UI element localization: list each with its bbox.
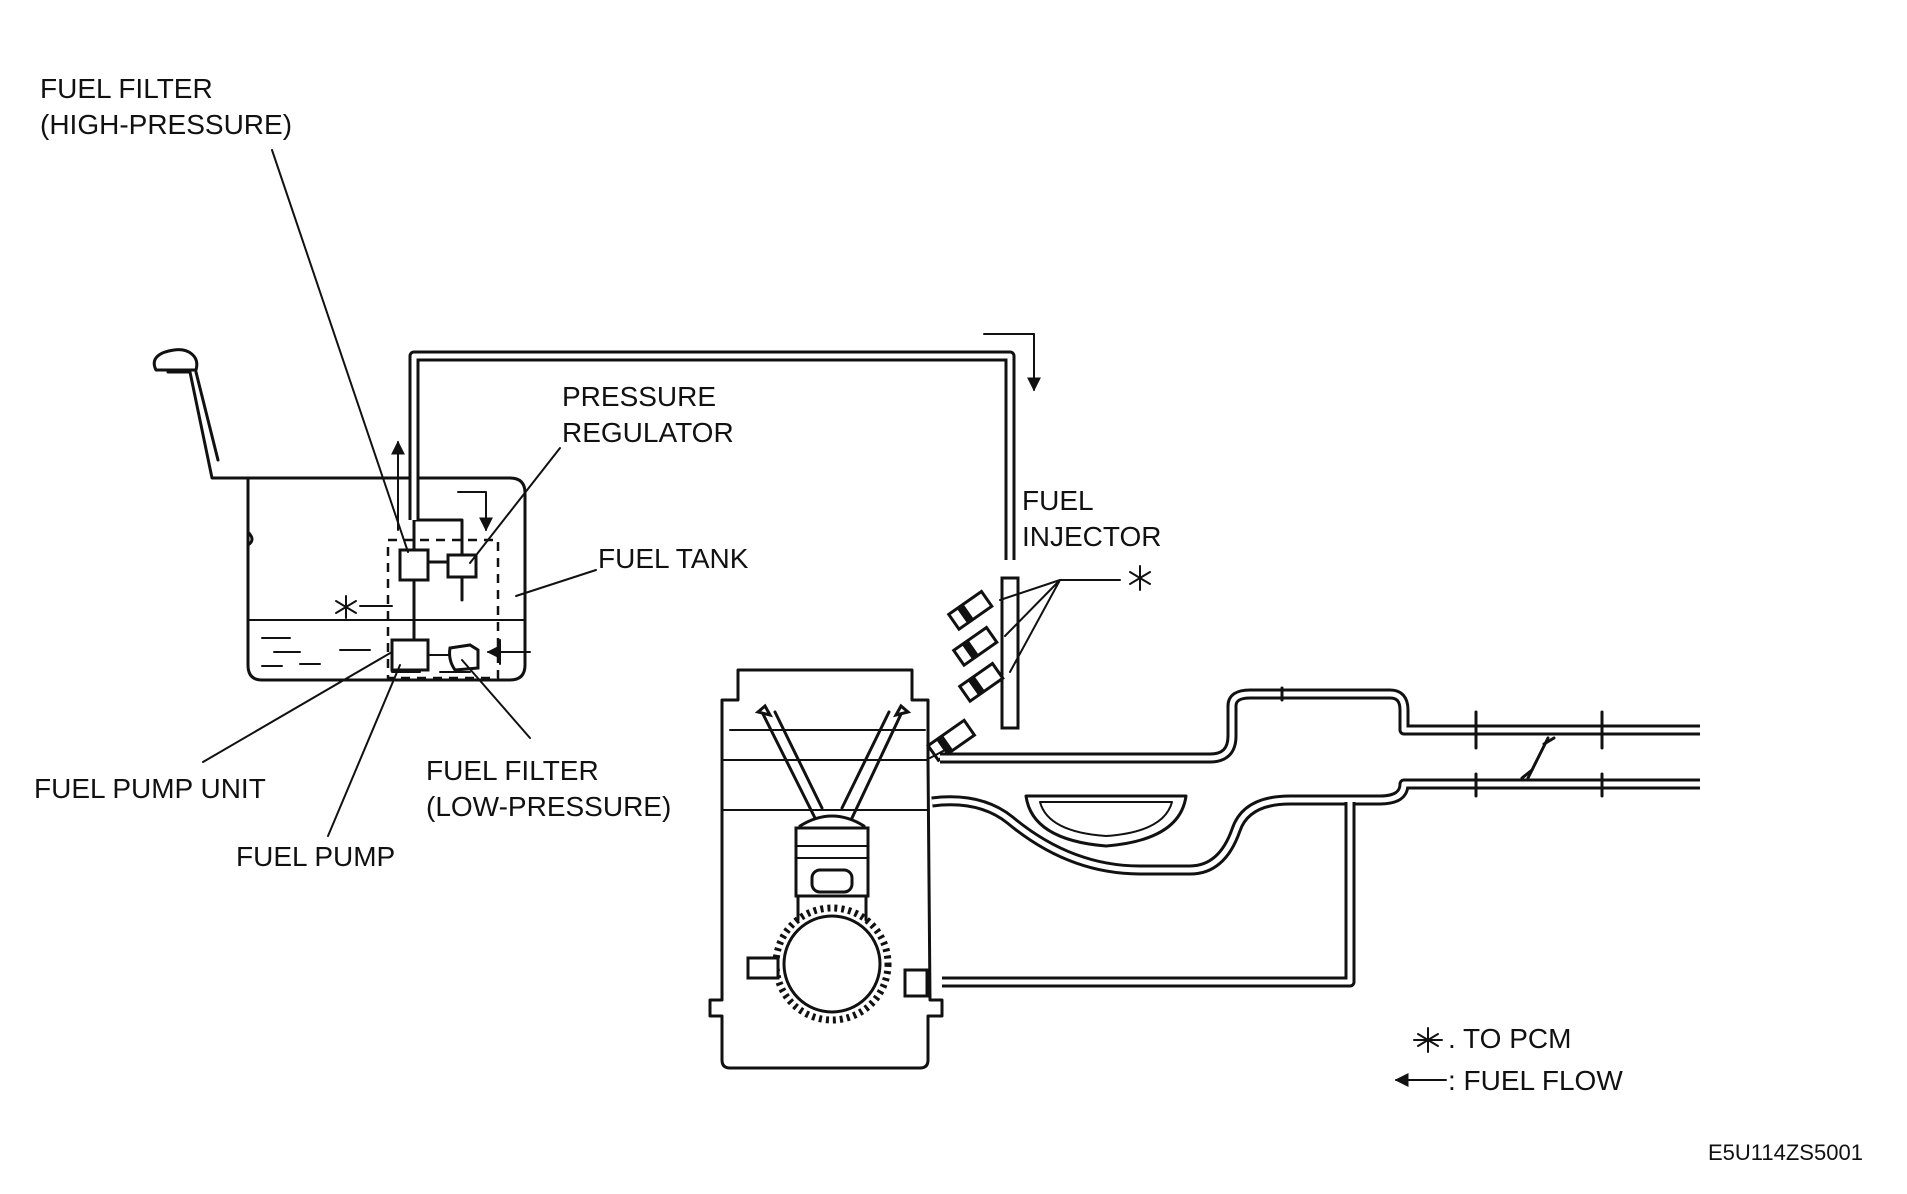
legend-asterisk-icon: [1413, 1027, 1443, 1053]
label-fuel-filter-high-pressure-sub: (HIGH-PRESSURE): [40, 109, 292, 140]
return-arrow-icon: [457, 491, 493, 532]
pressure-regulator: [446, 553, 478, 579]
label-fuel-injector-sub: INJECTOR: [1022, 521, 1162, 552]
fuel-filter-high-pressure: [398, 548, 430, 582]
tank-asterisk-icon: [335, 595, 357, 619]
label-pressure-regulator: PRESSURE: [562, 381, 716, 412]
label-fuel-filter-high-pressure: FUEL FILTER: [40, 73, 213, 104]
fuel-injectors: [925, 589, 1005, 763]
label-fuel-injector: FUEL: [1022, 485, 1094, 516]
fuel-pump-unit-assembly: [386, 518, 500, 680]
label-fuel-filter-low-pressure-sub: (LOW-PRESSURE): [426, 791, 671, 822]
legend-to-pcm: . TO PCM: [1448, 1023, 1571, 1054]
legend: . TO PCM : FUEL FLOW: [1394, 1023, 1623, 1096]
engine: [708, 668, 944, 1070]
fuel-filter-low-pressure: [448, 643, 480, 672]
fuel-tank: [152, 348, 527, 682]
supply-arrow-icon: [983, 333, 1041, 392]
label-pressure-regulator-sub: REGULATOR: [562, 417, 734, 448]
label-fuel-pump-unit: FUEL PUMP UNIT: [34, 773, 266, 804]
injector-asterisk-icon: [1129, 565, 1151, 591]
legend-fuel-flow: : FUEL FLOW: [1448, 1065, 1623, 1096]
intake-manifold: [929, 686, 1700, 988]
label-fuel-tank: FUEL TANK: [598, 543, 749, 574]
label-fuel-filter-low-pressure: FUEL FILTER: [426, 755, 599, 786]
figure-code: E5U114ZS5001: [1708, 1140, 1863, 1165]
label-fuel-pump: FUEL PUMP: [236, 841, 395, 872]
fuel-rail: [1000, 576, 1020, 730]
crank-wheel: [782, 914, 882, 1014]
fuel-pump: [390, 638, 430, 672]
